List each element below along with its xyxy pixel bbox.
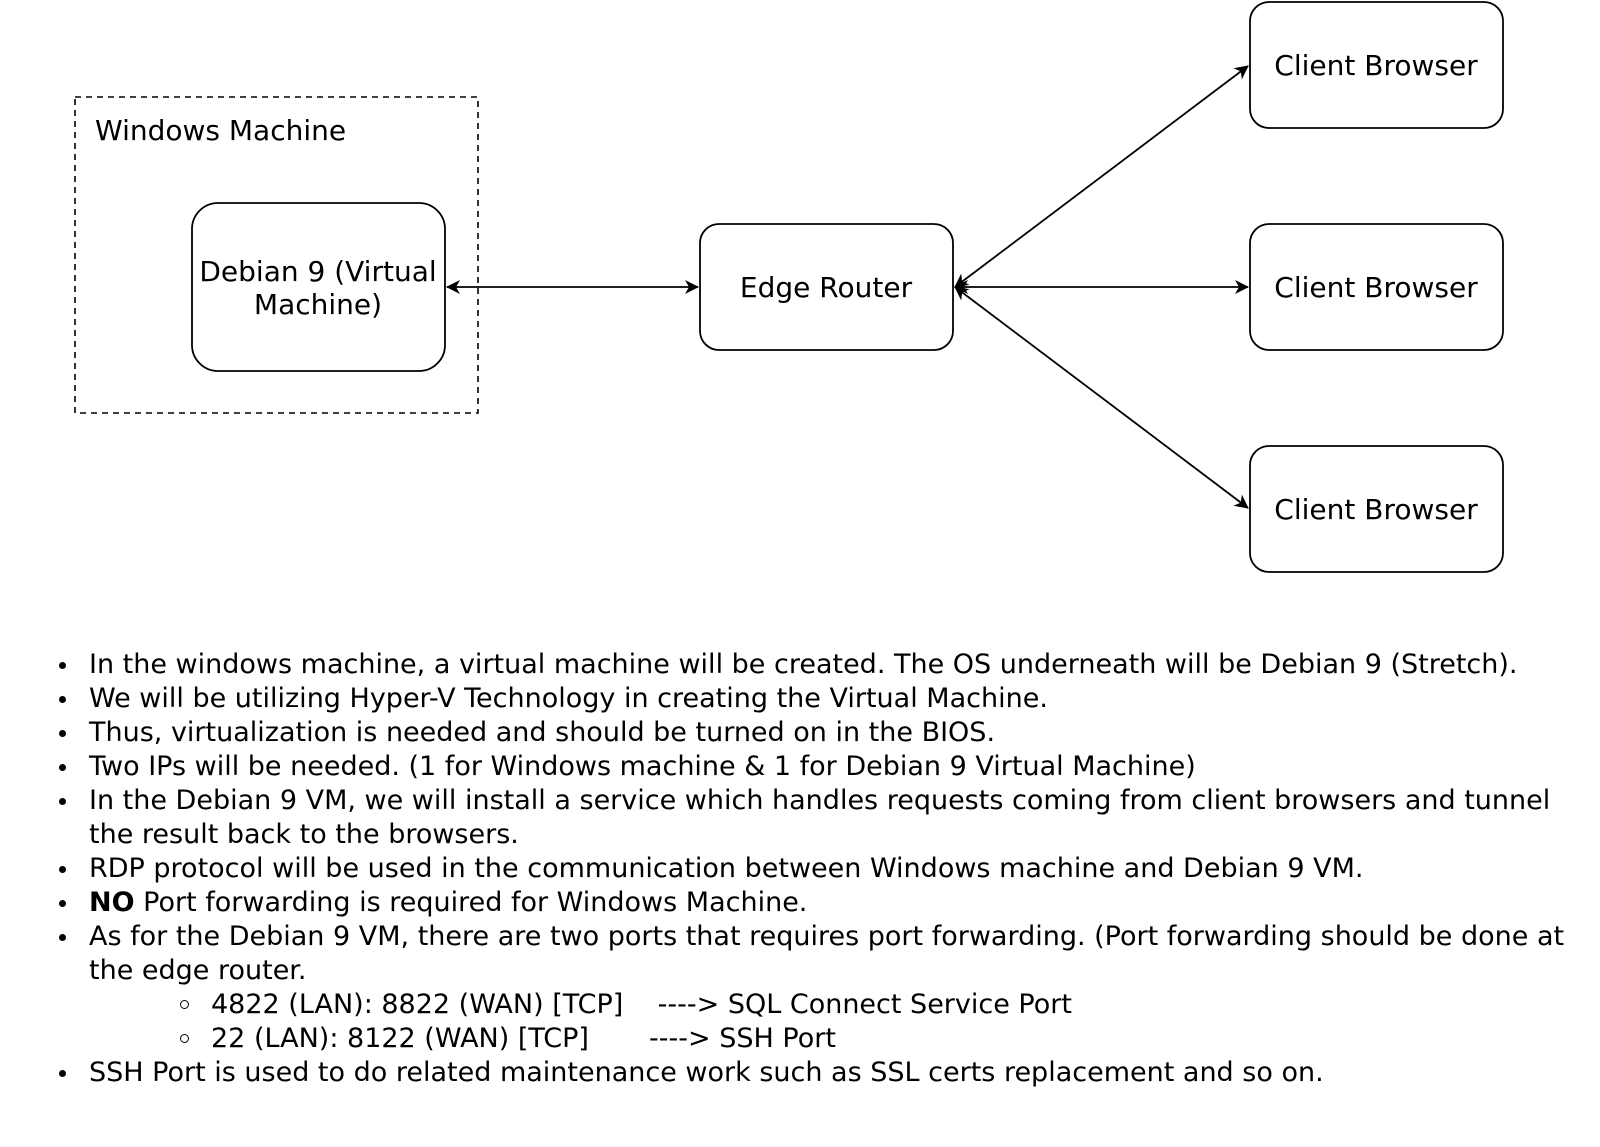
- port-item-sql-connect: 4822 (LAN): 8822 (WAN) [TCP] ----> SQL C…: [89, 988, 1592, 1022]
- client-browser-node-bottom: Client Browser: [1249, 445, 1504, 573]
- edge-router-label: Edge Router: [740, 271, 913, 304]
- emphasis-no: NO: [89, 887, 135, 918]
- list-item: We will be utilizing Hyper-V Technology …: [52, 682, 1592, 716]
- router-client-top-connector: [954, 65, 1249, 288]
- notes-list: In the windows machine, a virtual machin…: [52, 648, 1592, 1090]
- list-item: In the Debian 9 VM, we will install a se…: [52, 784, 1592, 852]
- list-item: Two IPs will be needed. (1 for Windows m…: [52, 750, 1592, 784]
- router-client-bottom-connector: [954, 286, 1249, 509]
- client-browser-label: Client Browser: [1274, 271, 1478, 304]
- edge-router-node: Edge Router: [699, 223, 954, 351]
- debian-vm-label-line2: Machine): [254, 288, 382, 321]
- client-browser-node-middle: Client Browser: [1249, 223, 1504, 351]
- debian-vm-label-line1: Debian 9 (Virtual: [199, 255, 436, 288]
- debian-vm-node: Debian 9 (Virtual Machine): [191, 202, 446, 372]
- client-browser-label: Client Browser: [1274, 49, 1478, 82]
- network-diagram: Windows Machine Debian 9 (Virtual Machin…: [74, 1, 1504, 573]
- list-item: SSH Port is used to do related maintenan…: [52, 1056, 1592, 1090]
- port-list: 4822 (LAN): 8822 (WAN) [TCP] ----> SQL C…: [89, 988, 1592, 1056]
- port-forwarding-text: As for the Debian 9 VM, there are two po…: [89, 921, 1565, 986]
- list-item: Thus, virtualization is needed and shoul…: [52, 716, 1592, 750]
- windows-machine-group: Windows Machine: [74, 96, 479, 414]
- list-item: RDP protocol will be used in the communi…: [52, 852, 1592, 886]
- list-item: In the windows machine, a virtual machin…: [52, 648, 1592, 682]
- list-item-port-forwarding: As for the Debian 9 VM, there are two po…: [52, 920, 1592, 1056]
- client-browser-node-top: Client Browser: [1249, 1, 1504, 129]
- windows-machine-label: Windows Machine: [95, 114, 346, 147]
- list-item-no-port-forwarding: NO Port forwarding is required for Windo…: [52, 886, 1592, 920]
- no-port-forwarding-text: Port forwarding is required for Windows …: [134, 887, 808, 918]
- client-browser-label: Client Browser: [1274, 493, 1478, 526]
- port-item-ssh: 22 (LAN): 8122 (WAN) [TCP] ----> SSH Por…: [89, 1022, 1592, 1056]
